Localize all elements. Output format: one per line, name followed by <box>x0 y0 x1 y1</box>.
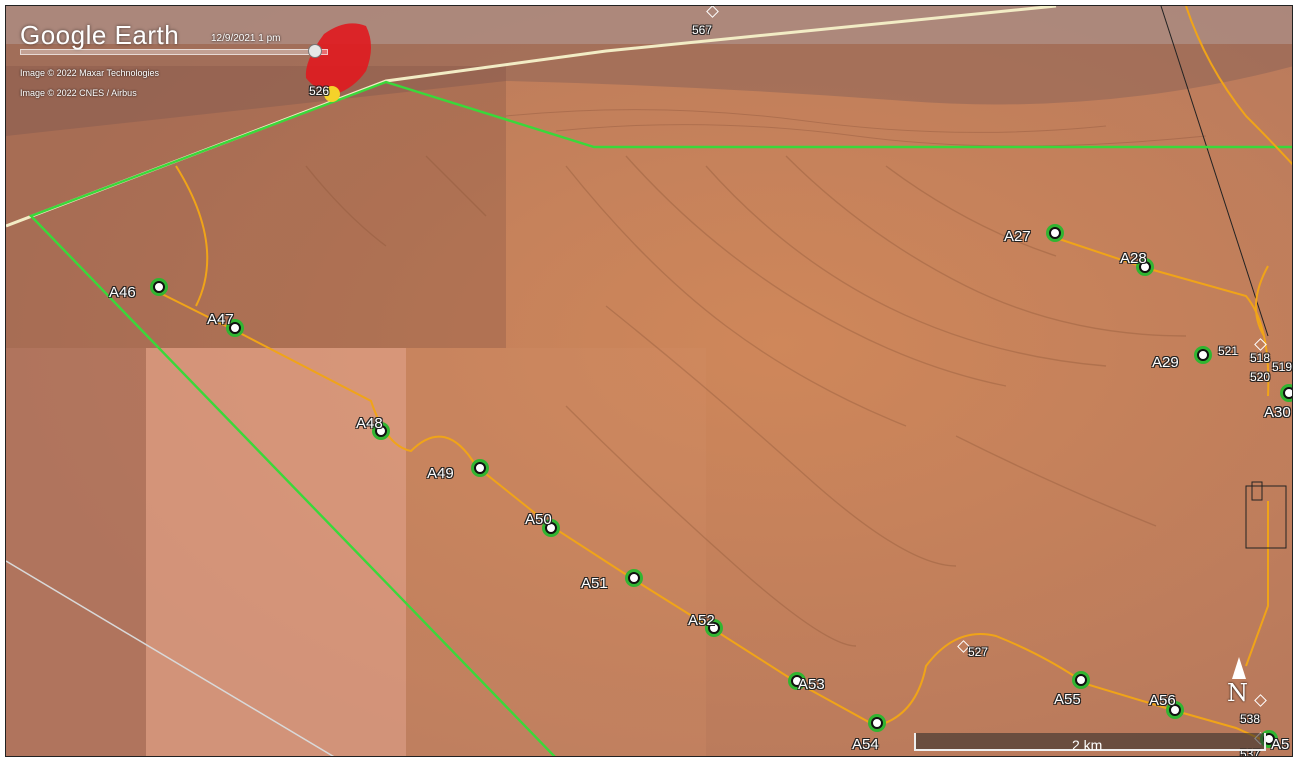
turbine-marker-icon[interactable] <box>705 619 723 637</box>
turbine-marker-icon[interactable] <box>226 319 244 337</box>
turbine-marker-icon[interactable] <box>471 459 489 477</box>
waypoint-518-label: 518 <box>1250 351 1271 365</box>
turbine-label: A54 <box>852 736 879 753</box>
waypoint-526-label: 526 <box>309 84 330 98</box>
google-earth-logo: Google Earth <box>20 20 180 50</box>
turbine-marker-icon[interactable] <box>788 672 806 690</box>
turbine-label: A49 <box>427 465 454 482</box>
time-slider-track[interactable] <box>20 49 328 55</box>
turbine-marker-icon[interactable] <box>1194 346 1212 364</box>
turbine-marker-icon[interactable] <box>150 278 168 296</box>
scale-label: 2 km <box>1072 737 1103 753</box>
turbine-label: A30 <box>1264 404 1291 421</box>
turbine-label: A55 <box>1054 691 1081 708</box>
turbine-marker-icon[interactable] <box>1280 384 1292 402</box>
turbine-label: A48 <box>356 415 383 432</box>
turbine-label: A5 <box>1271 736 1290 753</box>
compass-north-icon[interactable]: N <box>1224 657 1254 709</box>
turbine-label: A28 <box>1120 250 1147 267</box>
turbine-marker-icon[interactable] <box>1072 671 1090 689</box>
turbine-marker-icon[interactable] <box>1166 701 1184 719</box>
north-arrow-icon <box>1232 657 1246 679</box>
turbine-marker-icon[interactable] <box>868 714 886 732</box>
time-slider-handle[interactable] <box>308 44 322 58</box>
waypoint-537-label: 537 <box>1240 747 1261 757</box>
waypoint-519-label: 519 <box>1272 360 1293 374</box>
turbine-marker-icon[interactable] <box>542 519 560 537</box>
turbine-label: A27 <box>1004 228 1031 245</box>
turbine-label: A50 <box>525 511 552 528</box>
scale-bar <box>914 733 1266 751</box>
waypoint-538-label: 538 <box>1240 712 1261 726</box>
waypoint-527-label: 527 <box>968 645 989 659</box>
waypoint-567-label: 567 <box>692 23 713 37</box>
turbine-label: A46 <box>109 284 136 301</box>
turbine-label: A51 <box>581 575 608 592</box>
turbine-label: A53 <box>798 676 825 693</box>
turbine-marker-icon[interactable] <box>1046 224 1064 242</box>
map-viewport[interactable]: Google Earth 12/9/2021 1 pm Image © 2022… <box>5 5 1293 757</box>
imagery-credit-cnes: Image © 2022 CNES / Airbus <box>20 88 137 98</box>
imagery-credit-maxar: Image © 2022 Maxar Technologies <box>20 68 160 78</box>
imagery-date: 12/9/2021 1 pm <box>211 33 281 44</box>
turbine-label: A52 <box>688 612 715 629</box>
turbine-marker-icon[interactable] <box>1136 258 1154 276</box>
compass-label: N <box>1227 679 1248 707</box>
waypoint-520-label: 520 <box>1250 370 1271 384</box>
turbine-marker-icon[interactable] <box>372 422 390 440</box>
waypoint-521-label: 521 <box>1218 344 1239 358</box>
turbine-label: A56 <box>1149 692 1176 709</box>
turbine-label: A29 <box>1152 354 1179 371</box>
turbine-marker-icon[interactable] <box>625 569 643 587</box>
turbine-label: A47 <box>207 311 234 328</box>
satellite-imagery <box>6 6 1292 756</box>
